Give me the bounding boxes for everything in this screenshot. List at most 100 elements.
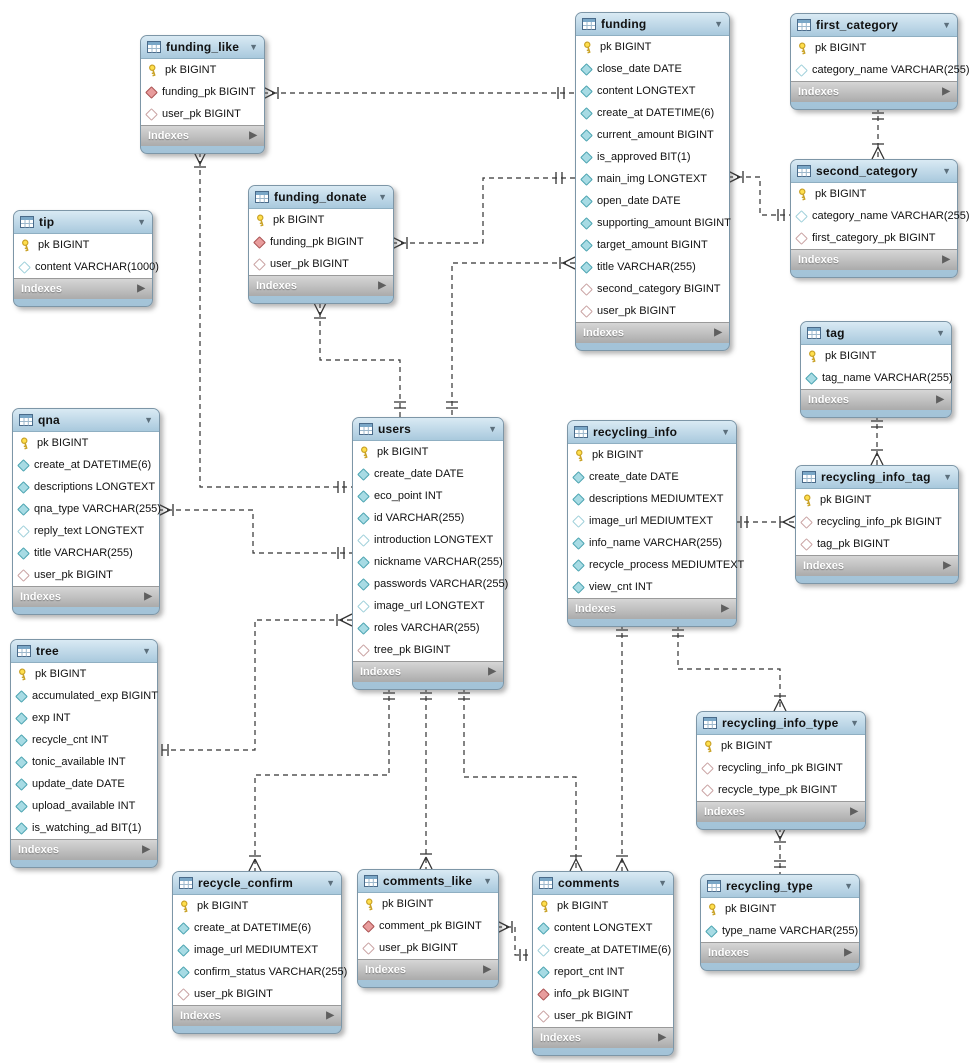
collapse-caret-icon[interactable]: ▼ <box>942 165 951 176</box>
column-row[interactable]: pk BIGINT <box>697 735 865 757</box>
collapse-caret-icon[interactable]: ▼ <box>721 426 730 437</box>
column-row[interactable]: category_name VARCHAR(255) <box>791 59 970 81</box>
expand-arrow-icon[interactable]: ▶ <box>144 591 152 602</box>
column-row[interactable]: descriptions LONGTEXT <box>13 476 159 498</box>
column-row[interactable]: confirm_status VARCHAR(255) <box>173 961 347 983</box>
column-row[interactable]: first_category_pk BIGINT <box>791 227 957 249</box>
column-row[interactable]: category_name VARCHAR(255) <box>791 205 970 227</box>
collapse-caret-icon[interactable]: ▼ <box>137 216 146 227</box>
indexes-bar[interactable]: Indexes▶ <box>358 959 498 980</box>
column-row[interactable]: pk BIGINT <box>249 209 393 231</box>
column-row[interactable]: pk BIGINT <box>801 345 951 367</box>
table-header[interactable]: tag▼ <box>801 322 951 345</box>
table-header[interactable]: first_category▼ <box>791 14 957 37</box>
expand-arrow-icon[interactable]: ▶ <box>844 947 852 958</box>
indexes-bar[interactable]: Indexes▶ <box>141 125 264 146</box>
collapse-caret-icon[interactable]: ▼ <box>714 18 723 29</box>
column-row[interactable]: pk BIGINT <box>576 36 729 58</box>
column-row[interactable]: comment_pk BIGINT <box>358 915 498 937</box>
indexes-bar[interactable]: Indexes▶ <box>576 322 729 343</box>
column-row[interactable]: supporting_amount BIGINT <box>576 212 731 234</box>
column-row[interactable]: create_at DATETIME(6) <box>13 454 159 476</box>
table-header[interactable]: recycle_confirm▼ <box>173 872 341 895</box>
column-row[interactable]: pk BIGINT <box>141 59 264 81</box>
rel-funding_donate-funding[interactable] <box>392 177 575 244</box>
indexes-bar[interactable]: Indexes▶ <box>796 555 958 576</box>
collapse-caret-icon[interactable]: ▼ <box>936 327 945 338</box>
column-row[interactable]: pk BIGINT <box>14 234 152 256</box>
column-row[interactable]: passwords VARCHAR(255) <box>353 573 508 595</box>
rel-qna-users[interactable] <box>158 509 352 554</box>
table-header[interactable]: second_category▼ <box>791 160 957 183</box>
column-row[interactable]: pk BIGINT <box>568 444 736 466</box>
rel-funding_donate-users[interactable] <box>319 303 401 417</box>
collapse-caret-icon[interactable]: ▼ <box>249 41 258 52</box>
column-row[interactable]: image_url MEDIUMTEXT <box>173 939 341 961</box>
table-header[interactable]: recycling_info▼ <box>568 421 736 444</box>
table-header[interactable]: funding▼ <box>576 13 729 36</box>
column-row[interactable]: introduction LONGTEXT <box>353 529 503 551</box>
column-row[interactable]: pk BIGINT <box>353 441 503 463</box>
collapse-caret-icon[interactable]: ▼ <box>144 414 153 425</box>
collapse-caret-icon[interactable]: ▼ <box>488 423 497 434</box>
expand-arrow-icon[interactable]: ▶ <box>488 666 496 677</box>
column-row[interactable]: pk BIGINT <box>13 432 159 454</box>
column-row[interactable]: pk BIGINT <box>701 898 859 920</box>
indexes-bar[interactable]: Indexes▶ <box>791 81 957 102</box>
indexes-bar[interactable]: Indexes▶ <box>13 586 159 607</box>
column-row[interactable]: recycle_type_pk BIGINT <box>697 779 865 801</box>
column-row[interactable]: user_pk BIGINT <box>249 253 393 275</box>
collapse-caret-icon[interactable]: ▼ <box>378 191 387 202</box>
column-row[interactable]: qna_type VARCHAR(255) <box>13 498 161 520</box>
expand-arrow-icon[interactable]: ▶ <box>942 86 950 97</box>
column-row[interactable]: update_date DATE <box>11 773 157 795</box>
expand-arrow-icon[interactable]: ▶ <box>658 1032 666 1043</box>
indexes-bar[interactable]: Indexes▶ <box>701 942 859 963</box>
column-row[interactable]: is_approved BIT(1) <box>576 146 729 168</box>
column-row[interactable]: accumulated_exp BIGINT <box>11 685 158 707</box>
indexes-bar[interactable]: Indexes▶ <box>173 1005 341 1026</box>
column-row[interactable]: tonic_available INT <box>11 751 157 773</box>
column-row[interactable]: tag_name VARCHAR(255) <box>801 367 953 389</box>
column-row[interactable]: upload_available INT <box>11 795 157 817</box>
collapse-caret-icon[interactable]: ▼ <box>326 877 335 888</box>
column-row[interactable]: pk BIGINT <box>358 893 498 915</box>
expand-arrow-icon[interactable]: ▶ <box>483 964 491 975</box>
expand-arrow-icon[interactable]: ▶ <box>249 130 257 141</box>
column-row[interactable]: type_name VARCHAR(255) <box>701 920 859 942</box>
rel-funding-users[interactable] <box>451 262 575 417</box>
column-row[interactable]: image_url MEDIUMTEXT <box>568 510 736 532</box>
expand-arrow-icon[interactable]: ▶ <box>326 1010 334 1021</box>
column-row[interactable]: second_category BIGINT <box>576 278 729 300</box>
rel-recycling_info_type-recycling_info[interactable] <box>677 624 781 711</box>
indexes-bar[interactable]: Indexes▶ <box>697 801 865 822</box>
column-row[interactable]: user_pk BIGINT <box>13 564 159 586</box>
expand-arrow-icon[interactable]: ▶ <box>142 844 150 855</box>
column-row[interactable]: content LONGTEXT <box>533 917 673 939</box>
rel-users-tree[interactable] <box>156 619 352 751</box>
table-header[interactable]: comments_like▼ <box>358 870 498 893</box>
column-row[interactable]: open_date DATE <box>576 190 729 212</box>
column-row[interactable]: reply_text LONGTEXT <box>13 520 159 542</box>
table-header[interactable]: comments▼ <box>533 872 673 895</box>
rel-comments-users[interactable] <box>463 687 577 871</box>
column-row[interactable]: eco_point INT <box>353 485 503 507</box>
table-header[interactable]: recycling_info_tag▼ <box>796 466 958 489</box>
collapse-caret-icon[interactable]: ▼ <box>943 471 952 482</box>
rel-funding_like-users[interactable] <box>199 152 352 488</box>
indexes-bar[interactable]: Indexes▶ <box>14 278 152 299</box>
indexes-bar[interactable]: Indexes▶ <box>801 389 951 410</box>
column-row[interactable]: close_date DATE <box>576 58 729 80</box>
expand-arrow-icon[interactable]: ▶ <box>942 254 950 265</box>
column-row[interactable]: nickname VARCHAR(255) <box>353 551 503 573</box>
column-row[interactable]: pk BIGINT <box>791 37 957 59</box>
column-row[interactable]: content VARCHAR(1000) <box>14 256 159 278</box>
column-row[interactable]: user_pk BIGINT <box>141 103 264 125</box>
collapse-caret-icon[interactable]: ▼ <box>844 880 853 891</box>
expand-arrow-icon[interactable]: ▶ <box>721 603 729 614</box>
